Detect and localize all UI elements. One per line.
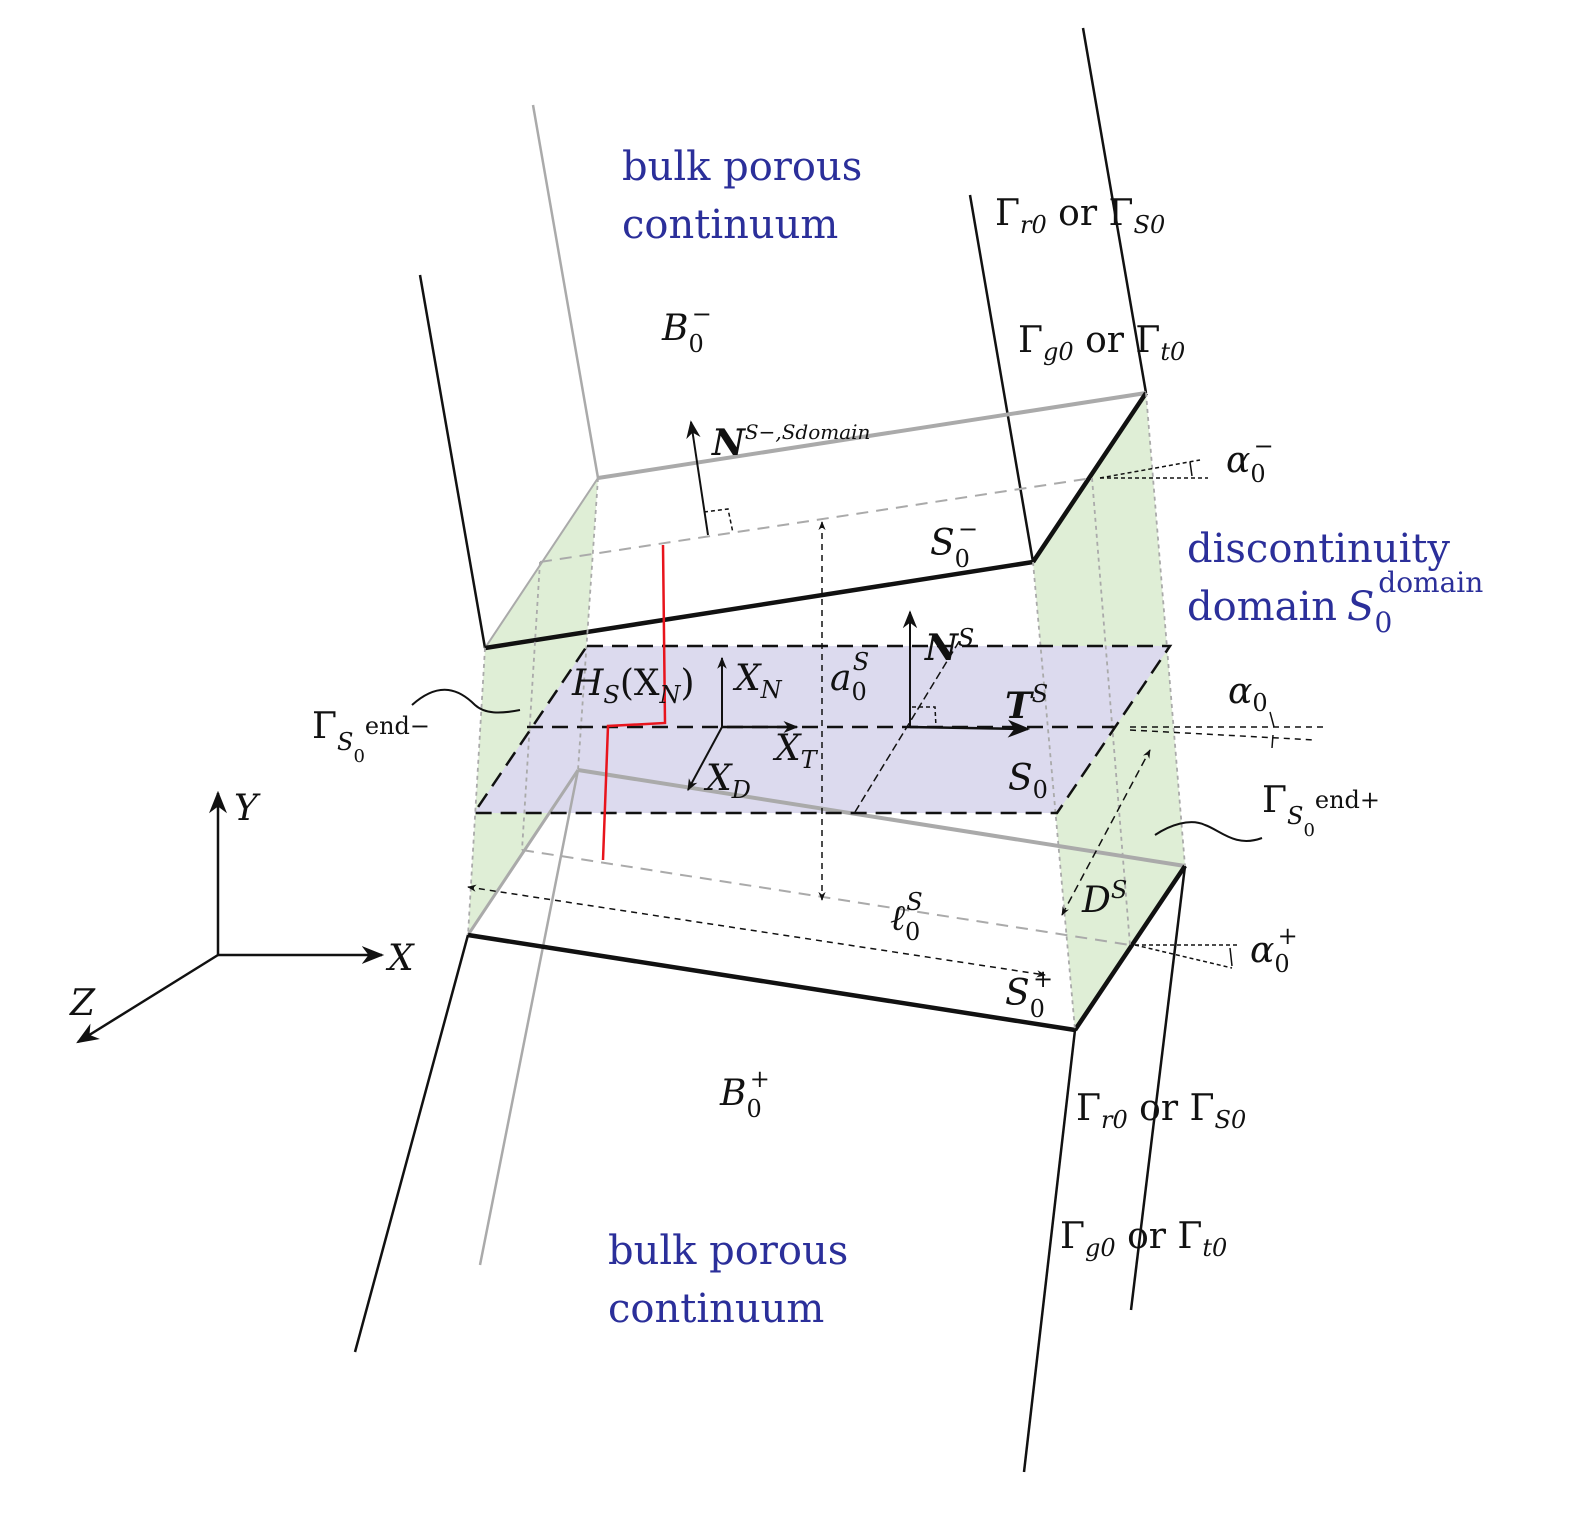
- heaviside-label: HS(XN): [571, 663, 695, 709]
- alpha-minus-label: α0−: [1226, 432, 1274, 488]
- normal-minus-label: NS−,Sdomain: [711, 420, 870, 464]
- boundary-label-top-2: Γg0 or Γt0: [1018, 320, 1185, 366]
- alpha-arc: [1189, 461, 1275, 967]
- boundary-label-bottom-2: Γg0 or Γt0: [1060, 1216, 1227, 1262]
- surface-plus-label: S0+: [1005, 965, 1053, 1023]
- end-plus-pointer: [1154, 821, 1263, 842]
- plane-diagonal: [854, 639, 961, 813]
- y-axis-label: Y: [234, 788, 261, 829]
- alpha-plus-label: α0+: [1250, 922, 1298, 978]
- surface-minus-label: S0−: [930, 515, 978, 573]
- bulk-plus-label: B0+: [719, 1065, 770, 1123]
- alpha-label: α0: [1228, 671, 1268, 717]
- length-l0-arrow: [467, 884, 1046, 978]
- z-axis-label: Z: [69, 983, 96, 1024]
- right-angle-mark: [703, 508, 734, 534]
- heaviside-function-curve: [601, 544, 667, 861]
- width-label: DS: [1081, 876, 1127, 921]
- angle-marks: [1099, 459, 1240, 969]
- xd-axis: [687, 726, 723, 792]
- end-face-guides: [467, 392, 1186, 1031]
- bulk-bottom-line1: bulk porous: [608, 1228, 848, 1274]
- end-minus-pointer: [411, 688, 521, 714]
- end-minus-label: ΓS0end−: [312, 706, 430, 767]
- right-angle-mark-2: [912, 706, 937, 728]
- bulk-top-line2: continuum: [622, 202, 838, 248]
- normal-label: NS: [924, 624, 974, 669]
- z-axis: [76, 953, 219, 1044]
- tangent-label: TS: [1005, 680, 1048, 727]
- upper-block: [418, 27, 1148, 651]
- bulk-top-line1: bulk porous: [622, 144, 862, 190]
- boundary-label-bottom-1: Γr0 or ΓS0: [1076, 1088, 1246, 1134]
- width-D-arrow: [1061, 749, 1151, 916]
- xd-label: XD: [703, 758, 751, 804]
- end-face-minus: [468, 478, 598, 935]
- bulk-minus-label: B0−: [661, 300, 712, 358]
- length-label: ℓ0S: [890, 888, 923, 946]
- boundary-label-top-1: Γr0 or ΓS0: [995, 193, 1165, 239]
- xt-label: XT: [772, 728, 819, 774]
- end-plus-label: ΓS0end+: [1262, 780, 1380, 841]
- tangent-arrow: [909, 719, 1031, 738]
- normal-minus-arrow: [686, 420, 709, 536]
- thickness-label: a0S: [830, 648, 869, 706]
- surface-label: S0: [1008, 758, 1048, 804]
- x-axis-label: X: [385, 938, 415, 979]
- bulk-bottom-line2: continuum: [608, 1286, 824, 1332]
- domain-label-line1: discontinuity: [1187, 526, 1450, 572]
- xn-label: XN: [732, 658, 783, 704]
